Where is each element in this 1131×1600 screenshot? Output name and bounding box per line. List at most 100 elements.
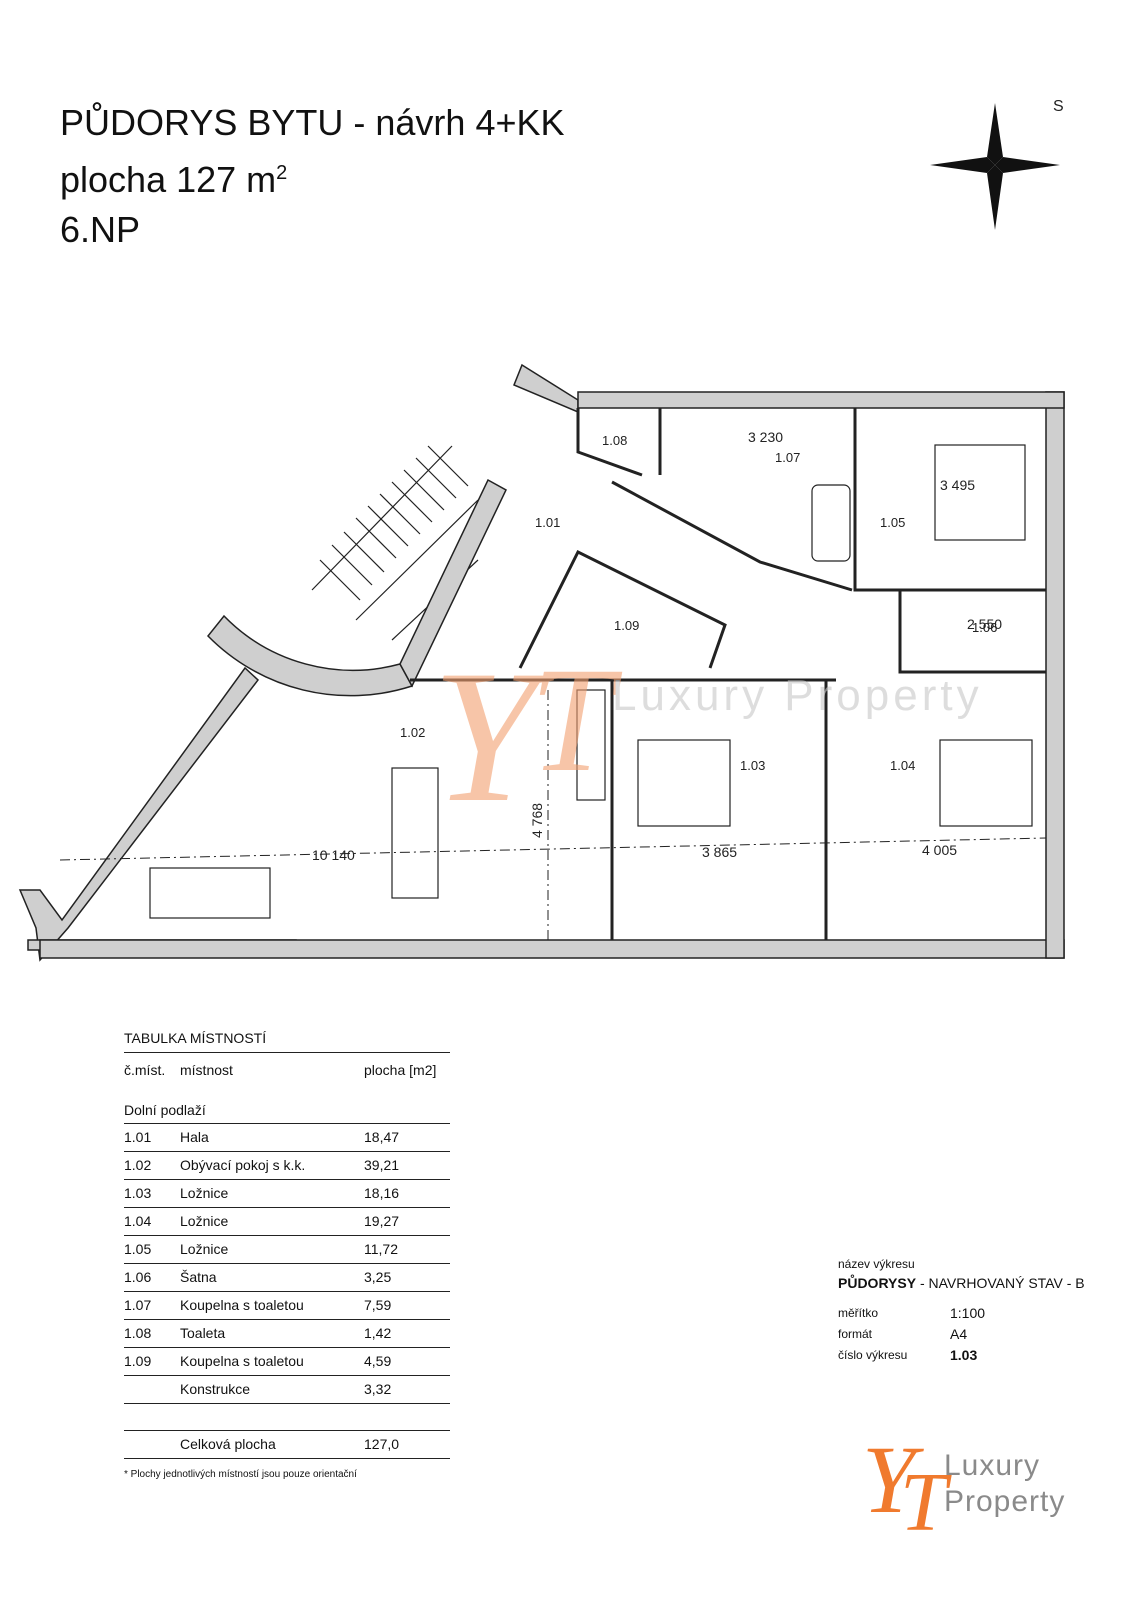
cell-area: 3,32 — [364, 1381, 392, 1397]
room-table: TABULKA MÍSTNOSTÍ č.míst. místnost ploch… — [124, 1030, 450, 1480]
company-logo: Y T Luxury Property — [862, 1426, 1102, 1549]
cell-empty — [124, 1431, 180, 1458]
room-label-102: 1.02 — [400, 725, 425, 740]
watermark-text: Luxury Property — [612, 671, 983, 720]
inner-walls — [410, 408, 1046, 940]
cell-number: 1.04 — [124, 1213, 152, 1229]
dining-table — [391, 767, 439, 899]
room-table-title: TABULKA MÍSTNOSTÍ — [124, 1030, 450, 1053]
bed-105 — [934, 444, 1026, 541]
dimension-labels: 3 230 3 495 2 550 10 140 4 768 3 865 4 0… — [312, 429, 1002, 863]
kitchen-counter — [576, 689, 606, 801]
title-line-3: 6.NP — [60, 209, 141, 250]
room-table-section: Dolní podlaží — [124, 1097, 450, 1124]
dimension-label: 10 140 — [312, 847, 355, 863]
number-value: 1.03 — [950, 1347, 978, 1363]
cell-number: 1.07 — [124, 1297, 152, 1313]
dimension-label: 3 495 — [940, 477, 975, 493]
cell-name: Konstrukce — [180, 1381, 251, 1397]
cell-number — [124, 1376, 180, 1403]
bed-103 — [637, 739, 731, 827]
cell-area: 7,59 — [364, 1297, 392, 1313]
cell-number: 1.06 — [124, 1269, 152, 1285]
logo-text: Luxury Property — [944, 1448, 1065, 1520]
cell-name: Koupelna s toaletou — [180, 1353, 304, 1369]
total-label: Celková plocha — [180, 1436, 276, 1452]
dimension-label: 3 865 — [702, 844, 737, 860]
sofa — [149, 867, 271, 919]
staircase — [311, 445, 479, 641]
cell-number: 1.02 — [124, 1157, 152, 1173]
cell-area: 4,59 — [364, 1353, 392, 1369]
col-header-number: č.míst. — [124, 1062, 166, 1078]
title-line-1: PŮDORYS BYTU - návrh 4+KK — [60, 102, 565, 143]
scale-row: měřítko 1:100 — [838, 1303, 1085, 1324]
bathtub — [811, 484, 851, 562]
cell-name: Koupelna s toaletou — [180, 1297, 304, 1313]
cell-name: Ložnice — [180, 1213, 229, 1229]
floor-plan: S — [18, 98, 1065, 962]
drawing-name-bold: PŮDORYSY — [838, 1275, 917, 1291]
cell-area: 1,42 — [364, 1325, 392, 1341]
dimension-label: 4 768 — [529, 803, 545, 838]
outer-walls — [18, 363, 1065, 962]
title-line-2: plocha 127 m2 — [60, 148, 565, 205]
scale-value: 1:100 — [950, 1305, 986, 1321]
bed-104 — [939, 739, 1033, 827]
watermark-logo: Y T Luxury Property — [432, 632, 983, 842]
cell-number: 1.01 — [124, 1129, 152, 1145]
drawing-name-label: název výkresu — [838, 1257, 915, 1271]
table-total-row: Celková plocha 127,0 — [124, 1431, 450, 1459]
cell-name: Ložnice — [180, 1185, 229, 1201]
room-table-header: č.míst. místnost plocha [m2] — [124, 1059, 450, 1081]
room-label-101: 1.01 — [535, 515, 560, 530]
table-note: * Plochy jednotlivých místností jsou pou… — [124, 1469, 357, 1480]
cell-number: 1.08 — [124, 1325, 152, 1341]
scale-label: měřítko — [838, 1306, 879, 1320]
total-value: 127,0 — [364, 1436, 400, 1452]
format-value: A4 — [950, 1326, 968, 1342]
dimension-label: 3 230 — [748, 429, 783, 445]
page-title: PŮDORYS BYTU - návrh 4+KK plocha 127 m2 … — [60, 98, 565, 255]
table-spacer — [124, 1404, 450, 1431]
logo-line-2: Property — [944, 1485, 1066, 1518]
svg-text:Y: Y — [862, 1430, 924, 1533]
cell-area: 39,21 — [364, 1157, 400, 1173]
table-row: 1.02 Obývací pokoj s k.k. 39,21 — [124, 1152, 450, 1180]
table-row: Konstrukce 3,32 — [124, 1376, 450, 1404]
cell-area: 18,47 — [364, 1129, 400, 1145]
compass-icon: S — [930, 98, 1064, 230]
cell-name: Toaleta — [180, 1325, 226, 1341]
area-superscript: 2 — [276, 162, 288, 184]
svg-text:Y: Y — [432, 632, 555, 842]
number-label: číslo výkresu — [838, 1348, 908, 1362]
table-row: 1.07 Koupelna s toaletou 7,59 — [124, 1292, 450, 1320]
col-header-name: místnost — [180, 1062, 233, 1078]
table-row: 1.08 Toaleta 1,42 — [124, 1320, 450, 1348]
cell-number: 1.05 — [124, 1241, 152, 1257]
cell-name: Obývací pokoj s k.k. — [180, 1157, 306, 1173]
drawing-info: název výkresu PŮDORYSY - NAVRHOVANÝ STAV… — [838, 1257, 1085, 1366]
cell-area: 19,27 — [364, 1213, 400, 1229]
dimension-label: 2 550 — [967, 616, 1002, 632]
dimension-label: 4 005 — [922, 842, 957, 858]
dimension-line — [59, 837, 1047, 861]
room-label-103: 1.03 — [740, 758, 765, 773]
number-row: číslo výkresu 1.03 — [838, 1345, 1085, 1366]
compass-label: S — [1053, 98, 1064, 115]
logo-mark-icon: Y T — [862, 1426, 952, 1549]
room-label-108: 1.08 — [602, 433, 627, 448]
logo-line-1: Luxury — [944, 1449, 1041, 1482]
room-label-107: 1.07 — [775, 450, 800, 465]
cell-area: 11,72 — [364, 1241, 398, 1257]
room-label-106: 1.06 — [972, 620, 997, 635]
cell-number: 1.03 — [124, 1185, 152, 1201]
cell-name: Šatna — [180, 1269, 217, 1285]
